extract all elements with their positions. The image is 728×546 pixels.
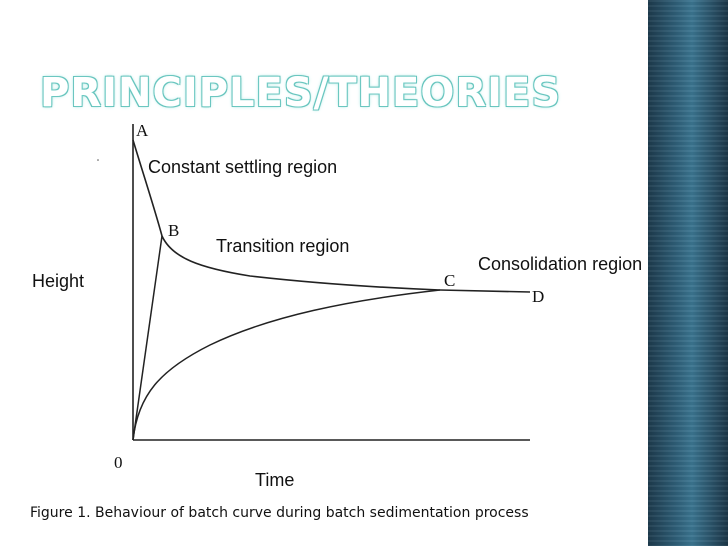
point-a-label: A <box>136 121 149 140</box>
origin-to-b-line <box>132 235 163 441</box>
y-axis-label: Height <box>32 271 84 291</box>
decorative-side-band <box>648 0 728 546</box>
x-axis-label: Time <box>255 470 294 490</box>
minor-mark <box>97 159 99 161</box>
origin-label: 0 <box>114 453 123 472</box>
constant-settling-region-label: Constant settling region <box>148 157 337 177</box>
transition-region-label: Transition region <box>216 236 349 256</box>
slide-title: PRINCIPLES/THEORIES <box>40 70 562 116</box>
point-d-label: D <box>532 287 544 306</box>
point-c-label: C <box>444 271 455 290</box>
figure-caption: Figure 1. Behaviour of batch curve durin… <box>30 505 529 521</box>
consolidation-region-label: Consolidation region <box>478 254 642 274</box>
lower-curve <box>132 289 441 441</box>
point-b-label: B <box>168 221 179 240</box>
settling-curve <box>132 139 531 293</box>
